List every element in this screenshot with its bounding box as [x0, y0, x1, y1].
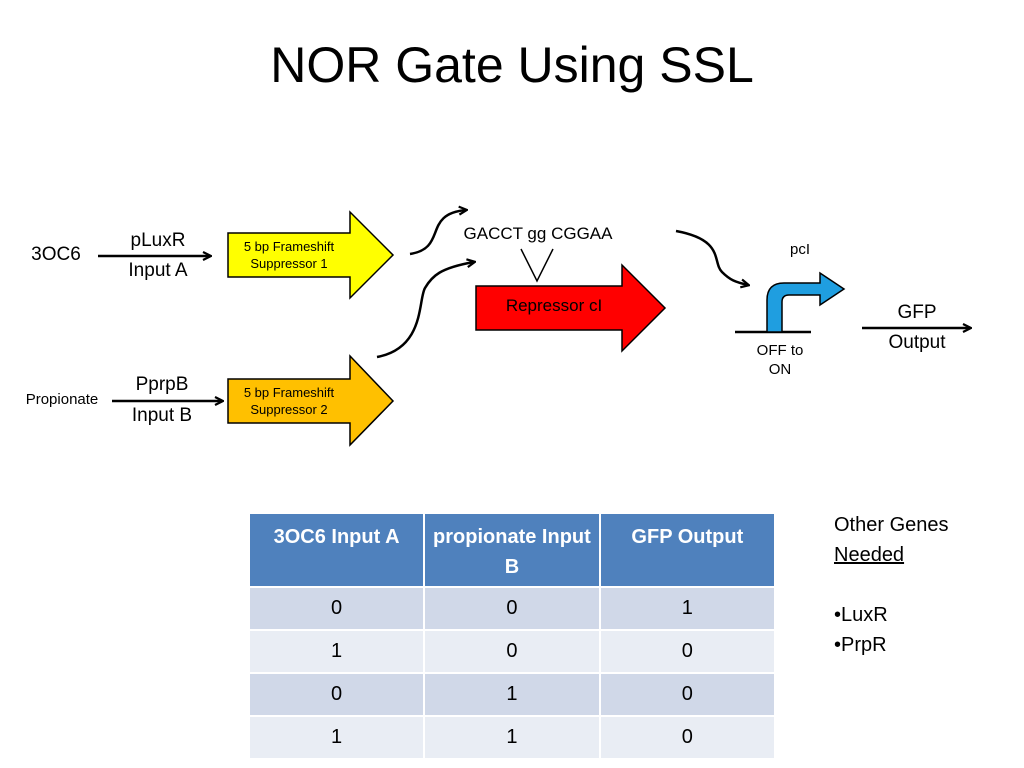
sequence-pointer [520, 248, 554, 283]
suppressor-1-line2: Suppressor 1 [250, 256, 328, 271]
table-cell: 1 [423, 672, 601, 717]
promoter-arrow [766, 271, 846, 333]
suppressor-2-curve [376, 262, 474, 359]
suppressor-2-line1: 5 bp Frameshift [243, 385, 335, 400]
gfp-line1: GFP [897, 302, 937, 323]
gfp-label: GFP Output [872, 298, 962, 358]
input-b-signal: Propionate [25, 391, 99, 408]
table-cell: 0 [598, 629, 777, 674]
table-cell: 1 [598, 586, 777, 631]
table-cell: 1 [423, 715, 601, 760]
input-b-promoter: PprpB [135, 374, 189, 395]
table-cell: 0 [247, 586, 426, 631]
list-item: •LuxR [834, 604, 888, 626]
suppressor-1-curve [409, 210, 466, 256]
truth-table: 3OC6 Input A propionate Input B GFP Outp… [247, 512, 777, 760]
switch-label: OFF to ON [744, 341, 816, 379]
other-genes-needed: Needed [834, 544, 905, 566]
pci-label: pcI [789, 241, 810, 258]
repressor-curve [675, 229, 748, 285]
table-cell: 0 [423, 586, 601, 631]
suppressor-2-arrow [227, 354, 395, 447]
suppressor-2-line2: Suppressor 2 [250, 402, 328, 417]
gfp-line2: Output [888, 332, 946, 353]
header-gfp-output: GFP Output [598, 512, 777, 588]
header-propionate-input-b: propionate Input B [423, 512, 601, 588]
table-cell: 1 [247, 629, 426, 674]
switch-line1: OFF to [756, 342, 804, 359]
suppressor-1-label: 5 bp Frameshift Suppressor 1 [230, 238, 348, 272]
header-3oc6-input-a: 3OC6 Input A [247, 512, 426, 588]
input-a-label: Input A [128, 260, 188, 281]
table-cell: 0 [423, 629, 601, 674]
table-cell: 0 [598, 672, 777, 717]
table-row: 1 1 0 [247, 715, 777, 760]
input-a-promoter: pLuxR [130, 230, 186, 251]
other-genes-heading: Other Genes [834, 514, 949, 536]
suppressor-2-label: 5 bp Frameshift Suppressor 2 [230, 384, 348, 418]
truth-table-header-row: 3OC6 Input A propionate Input B GFP Outp… [247, 512, 777, 588]
table-row: 0 1 0 [247, 672, 777, 717]
list-item: •PrpR [834, 634, 887, 656]
table-row: 1 0 0 [247, 629, 777, 674]
switch-line2: ON [768, 361, 792, 378]
input-a-signal: 3OC6 [31, 244, 81, 265]
table-cell: 1 [247, 715, 426, 760]
repressor-sequence: GACCT gg CGGAA [463, 224, 613, 243]
suppressor-1-arrow [227, 210, 395, 300]
table-cell: 0 [598, 715, 777, 760]
other-genes-box: Other Genes Needed •LuxR •PrpR [834, 510, 949, 660]
repressor-arrow [475, 263, 667, 353]
suppressor-1-line1: 5 bp Frameshift [243, 239, 335, 254]
repressor-label: Repressor cI [505, 296, 603, 315]
slide-title: NOR Gate Using SSL [270, 37, 754, 93]
table-row: 0 0 1 [247, 586, 777, 631]
table-cell: 0 [247, 672, 426, 717]
input-b-label: Input B [131, 405, 193, 426]
